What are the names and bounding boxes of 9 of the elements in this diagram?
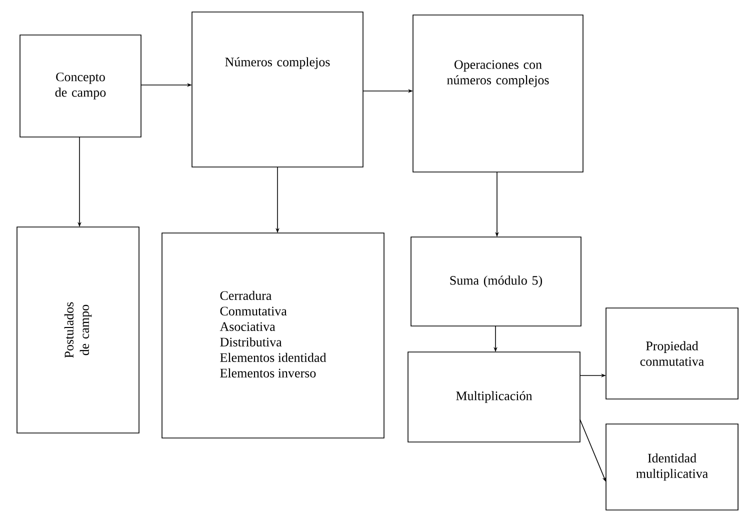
process-box: Operaciones con números complejos (412, 14, 584, 172)
property-list-box: Cerradura Conmutativa Asociativa Distributiva Elementos identidad Elementos inverso (162, 232, 384, 438)
process-box: Suma (módulo 5) (410, 236, 582, 326)
process-box: Postulados de campo (16, 226, 140, 434)
process-box: Números complejos (192, 12, 364, 168)
process-box: Propiedad conmutativa (606, 308, 738, 400)
process-box: Concepto de campo (20, 34, 142, 138)
process-box: Identidad multiplicativa (606, 424, 738, 510)
process-box: Multiplicación (408, 352, 580, 442)
